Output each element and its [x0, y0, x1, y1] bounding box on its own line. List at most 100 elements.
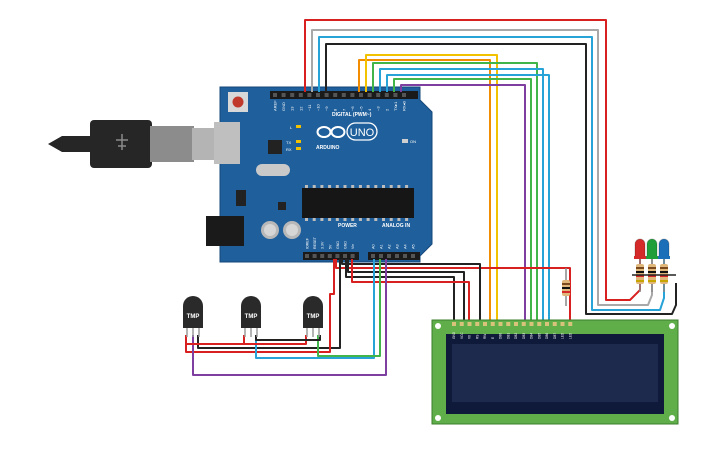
label-l: L: [290, 125, 293, 130]
power-pin[interactable]: [327, 254, 332, 258]
digital-pin[interactable]: [359, 93, 363, 97]
lcd-pin[interactable]: [467, 322, 472, 326]
led-blue: [658, 238, 670, 259]
analog-pin[interactable]: [395, 254, 399, 258]
lcd-pin-label: DB6: [545, 333, 549, 339]
lcd-pin[interactable]: [452, 322, 456, 326]
digital-pin[interactable]: [393, 93, 398, 97]
digital-pin-label: 2: [384, 108, 389, 111]
analog-pin-label: A1: [380, 244, 384, 249]
wire-sensor-black: [197, 259, 341, 349]
digital-pin[interactable]: [350, 93, 355, 97]
label-rx: RX: [286, 147, 292, 152]
wire-gnd-black-lcd-2: [347, 259, 465, 322]
analog-header-label: ANALOG IN: [382, 223, 410, 229]
power-pin[interactable]: [305, 254, 309, 258]
lcd-pin-label: DB7: [553, 333, 557, 339]
power-pin-label: Vin: [351, 244, 355, 249]
analog-pin[interactable]: [379, 254, 383, 258]
digital-pin-label: ~6: [350, 106, 355, 111]
digital-pin[interactable]: [384, 93, 389, 97]
wire-lcd-orange: [358, 59, 491, 322]
analog-header[interactable]: [368, 252, 420, 260]
lcd-pin-label: RS: [475, 335, 479, 339]
wire-led-gray: [311, 29, 653, 306]
wire-gnd-black: [325, 43, 677, 315]
analog-pin[interactable]: [411, 254, 415, 258]
lcd-pin[interactable]: [529, 322, 534, 326]
wire-5v-red: [335, 259, 571, 322]
digital-pin[interactable]: [316, 93, 320, 97]
digital-pin[interactable]: [402, 93, 406, 97]
resistor: [636, 264, 644, 284]
wire-lcd-green: [372, 62, 538, 322]
digital-pin-label: GND: [281, 102, 286, 111]
power-pin-label: IOREF: [306, 237, 310, 249]
wire-sensor-black-2: [255, 335, 321, 341]
atmega-chip: [302, 188, 414, 218]
digital-pin[interactable]: [367, 93, 372, 97]
lcd-pin-label: DB1: [506, 333, 510, 339]
board-model: UNO: [350, 127, 375, 139]
wire-lcd-green-2: [393, 78, 532, 322]
lcd-pin[interactable]: [552, 322, 557, 326]
power-pin[interactable]: [335, 254, 340, 258]
led-cluster: [632, 238, 676, 292]
analog-pin-label: A2: [388, 244, 392, 249]
lcd-pin[interactable]: [498, 322, 503, 326]
power-pin[interactable]: [312, 254, 317, 258]
label-tx: TX: [286, 140, 291, 145]
wire-sensor-a2: [192, 259, 387, 376]
digital-pin[interactable]: [333, 93, 338, 97]
wire-sensor-a1: [317, 259, 381, 357]
lcd-pin[interactable]: [545, 322, 549, 326]
analog-pin-label: A0: [372, 244, 376, 249]
analog-pin[interactable]: [371, 254, 375, 258]
tmp36-sensor: TMP: [303, 296, 323, 337]
board-brand: ARDUINO: [316, 145, 339, 151]
lcd-pin-label: E: [491, 337, 495, 339]
sensor-label: TMP: [187, 314, 200, 320]
digital-pin[interactable]: [324, 93, 329, 97]
power-pin[interactable]: [320, 254, 325, 258]
lcd-pin[interactable]: [514, 322, 518, 326]
lcd-pin-label: DB0: [499, 333, 503, 339]
lcd-pin[interactable]: [568, 322, 573, 326]
lcd-pin[interactable]: [490, 322, 495, 326]
digital-pin-label: 13: [290, 106, 295, 111]
usb-controller-chip: [268, 140, 282, 154]
lcd-pin[interactable]: [475, 322, 480, 326]
analog-pin[interactable]: [403, 254, 407, 258]
lcd-pin[interactable]: [483, 322, 487, 326]
digital-pin[interactable]: [376, 93, 381, 97]
wire-red-lcd-2: [351, 259, 470, 322]
digital-pin[interactable]: [298, 93, 303, 97]
lcd-pin-label: DB2: [514, 333, 518, 339]
power-pin[interactable]: [350, 254, 355, 258]
wire-sensor-a0: [255, 259, 375, 359]
digital-pin[interactable]: [273, 93, 277, 97]
digital-pin-label: ~5: [359, 106, 364, 111]
wire-lcd-cyan: [379, 68, 544, 322]
lcd-pin[interactable]: [521, 322, 526, 326]
lcd-pin[interactable]: [537, 322, 542, 326]
lcd-pin[interactable]: [459, 322, 464, 326]
lcd-pin[interactable]: [506, 322, 511, 326]
wire-sensor-red-3: [185, 335, 244, 345]
power-pin-label: GND: [344, 241, 348, 249]
digital-pin[interactable]: [290, 93, 295, 97]
lcd-pin[interactable]: [560, 322, 565, 326]
lcd-screen: [452, 344, 658, 402]
analog-pin[interactable]: [387, 254, 391, 258]
digital-pin[interactable]: [341, 93, 346, 97]
digital-pin-label: 8: [333, 108, 338, 111]
analog-pin-label: A3: [396, 244, 400, 249]
resistor: [660, 264, 668, 284]
power-pin[interactable]: [343, 254, 347, 258]
digital-pin[interactable]: [281, 93, 286, 97]
digital-pin[interactable]: [307, 93, 312, 97]
digital-header-label: DIGITAL (PWM~): [332, 112, 372, 118]
lcd-pin-label: LED: [568, 332, 572, 339]
